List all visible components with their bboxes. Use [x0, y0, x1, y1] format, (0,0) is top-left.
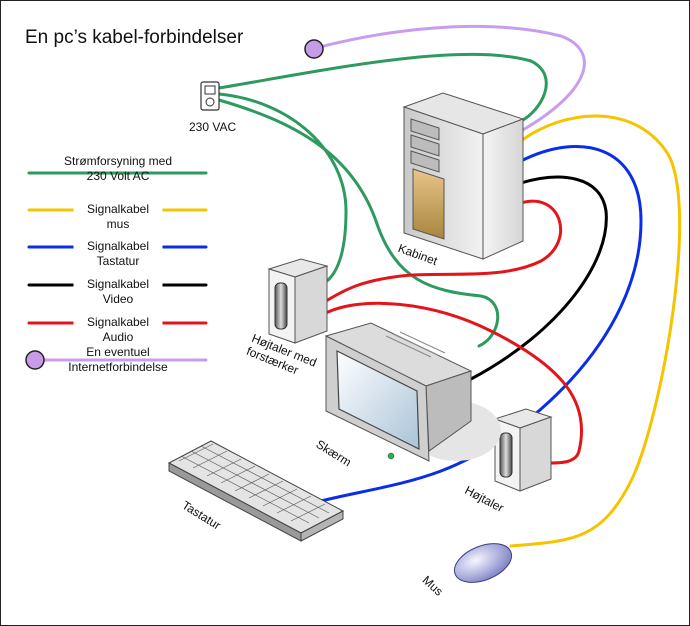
outlet-label: 230 VAC [189, 120, 237, 134]
legend-item-video: Signalkabel Video [29, 276, 207, 307]
cabinet-icon [402, 92, 525, 260]
diagram-title: En pc’s kabel-forbindelser [25, 27, 244, 48]
power-outlet-icon [200, 81, 220, 111]
legend-item-audio: Signalkabel Audio [29, 314, 207, 345]
legend-label-video: Signalkabel Video [73, 277, 163, 307]
power-cable-speaker [217, 92, 348, 286]
video-cable [469, 175, 608, 381]
internet-node [304, 39, 324, 59]
monitor-icon [324, 322, 501, 462]
legend-label-mouse: Signalkabel mus [73, 202, 163, 232]
legend-internet-node [25, 350, 45, 370]
legend-item-power: Strømforsyning med 230 Volt AC [29, 154, 207, 184]
legend-item-keyboard: Signalkabel Tastatur [29, 238, 207, 269]
internet-cable [314, 24, 586, 133]
audio-cable-speaker [324, 301, 584, 465]
mouse-cable [509, 114, 682, 548]
mouse-icon [453, 543, 513, 583]
keyboard-cable [319, 145, 643, 503]
power-cable-monitor [217, 98, 500, 348]
legend-label-power: Strømforsyning med 230 Volt AC [63, 154, 173, 183]
legend-label-internet: En eventuel Internetforbindelse [68, 345, 168, 374]
legend-item-mouse: Signalkabel mus [29, 201, 207, 232]
audio-cable-amp [324, 199, 563, 303]
power-cable-cabinet [217, 52, 548, 123]
speaker-amp-icon [267, 258, 329, 344]
keyboard-icon [167, 440, 345, 542]
legend-label-audio: Signalkabel Audio [73, 315, 163, 345]
legend-item-internet: En eventuel Internetforbindelse [29, 345, 207, 375]
legend-label-keyboard: Signalkabel Tastatur [73, 239, 163, 269]
speaker-icon [493, 408, 553, 492]
